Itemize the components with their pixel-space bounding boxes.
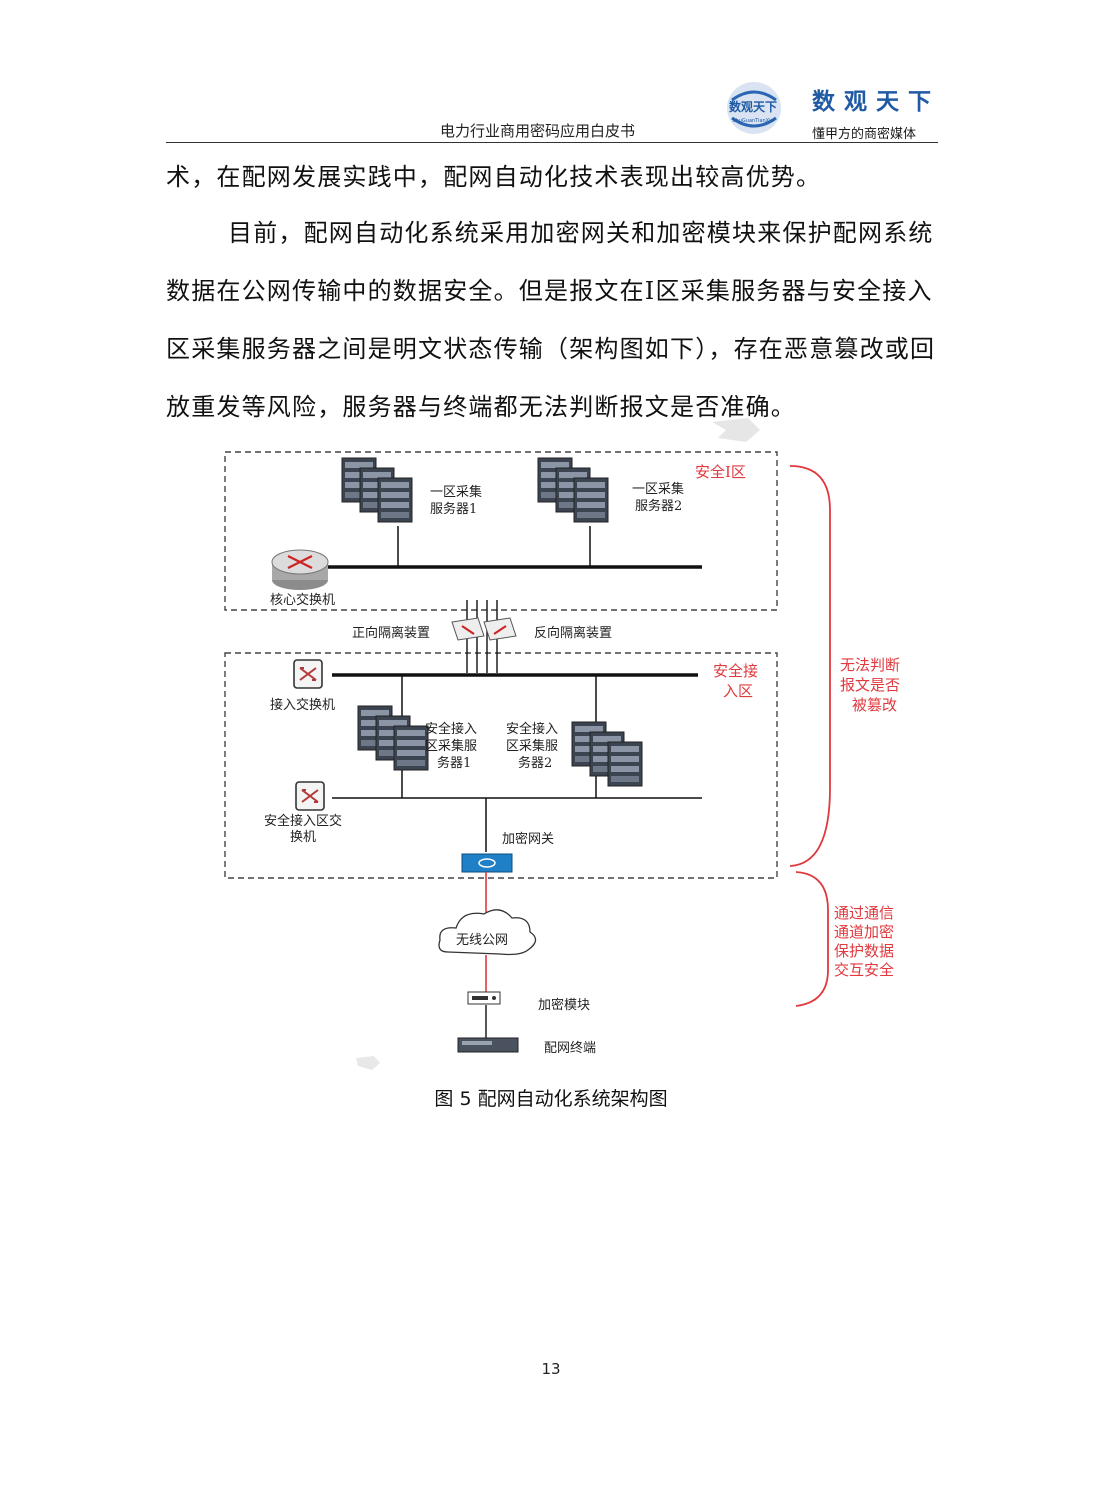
architecture-diagram: 安全I区 一区采集 服务器1 一区采集 服务器2 核心交换机 正向隔离装置 反向… <box>224 451 900 1056</box>
ac-server1-line3: 务器1 <box>437 755 471 771</box>
access-zone-box <box>224 652 778 879</box>
ac-server2-line2: 区采集服 <box>506 738 558 754</box>
watermark-arrow-icon <box>712 418 760 442</box>
figure-caption: 图 5 配网自动化系统架构图 <box>434 1088 668 1110</box>
sec-switch-label-line2: 换机 <box>290 830 316 845</box>
distribution-terminal-icon <box>457 1037 519 1053</box>
logo-brand: 数观天下 <box>812 89 940 115</box>
server1-label-line2: 服务器1 <box>430 501 477 517</box>
header-doc-title: 电力行业商用密码应用白皮书 <box>440 122 636 140</box>
note1-line3: 被篡改 <box>852 696 897 714</box>
ac-server1-line1: 安全接入 <box>425 721 477 737</box>
access-server-1-icon <box>358 706 428 770</box>
logo-globe-icon: 数观天下 ShuGuanTianXia <box>727 82 781 134</box>
page-number: 13 <box>541 1360 561 1378</box>
ac-server1-line2: 区采集服 <box>425 738 477 754</box>
reverse-isolation-icon <box>483 617 517 641</box>
logo-globe-pinyin: ShuGuanTianXia <box>732 118 773 124</box>
server2-label-line1: 一区采集 <box>632 481 684 497</box>
access-switch-label: 接入交换机 <box>270 697 335 713</box>
note1-line2: 报文是否 <box>840 676 900 694</box>
encryption-module-icon <box>467 991 501 1005</box>
header-rule <box>166 142 938 143</box>
ac-server2-line1: 安全接入 <box>506 721 558 737</box>
encryption-gateway-icon <box>461 853 513 873</box>
wireless-label: 无线公网 <box>456 933 508 948</box>
enc-gateway-label: 加密网关 <box>502 831 554 847</box>
logo-slogan: 懂甲方的商密媒体 <box>812 127 917 142</box>
watermark-arrow-icon <box>356 1056 380 1070</box>
zone1-label: 安全I区 <box>695 463 746 481</box>
body-paragraph-1: 术，在配网发展实践中，配网自动化技术表现出较高优势。 <box>166 163 822 191</box>
sec-switch-label-line1: 安全接入区交 <box>264 813 342 829</box>
security-zone-1-box <box>224 451 778 611</box>
note2-line2: 通道加密 <box>834 923 894 941</box>
brace-2 <box>795 871 829 1007</box>
access-zone-label-line2: 入区 <box>723 682 753 700</box>
security-access-switch-icon <box>295 781 325 811</box>
server1-label-line1: 一区采集 <box>430 484 482 500</box>
core-switch-label: 核心交换机 <box>270 592 335 608</box>
reverse-isolation-label: 反向隔离装置 <box>534 625 612 641</box>
note2-line4: 交互安全 <box>834 961 894 979</box>
body-paragraph-2: 目前，配网自动化系统采用加密网关和加密模块来保护配网系统数据在公网传输中的数据安… <box>166 219 936 421</box>
forward-isolation-label: 正向隔离装置 <box>352 625 430 641</box>
enc-module-label: 加密模块 <box>538 997 590 1013</box>
brace-1 <box>789 465 831 867</box>
zone1-server-2-icon <box>538 458 608 522</box>
ac-server2-line3: 务器2 <box>518 755 552 771</box>
terminal-label: 配网终端 <box>544 1040 596 1056</box>
zone1-server-1-icon <box>342 458 412 522</box>
note1-line1: 无法判断 <box>840 656 900 674</box>
access-switch-icon <box>293 659 323 689</box>
logo-globe-text: 数观天下 <box>729 99 777 114</box>
wireless-cloud-icon <box>438 909 537 956</box>
forward-isolation-icon <box>451 617 485 641</box>
access-server-2-icon <box>572 722 642 786</box>
note2-line1: 通过通信 <box>834 904 894 922</box>
server2-label-line2: 服务器2 <box>635 498 682 514</box>
core-switch-icon <box>271 549 329 590</box>
access-zone-label-line1: 安全接 <box>713 662 758 680</box>
note2-line3: 保护数据 <box>834 942 894 960</box>
